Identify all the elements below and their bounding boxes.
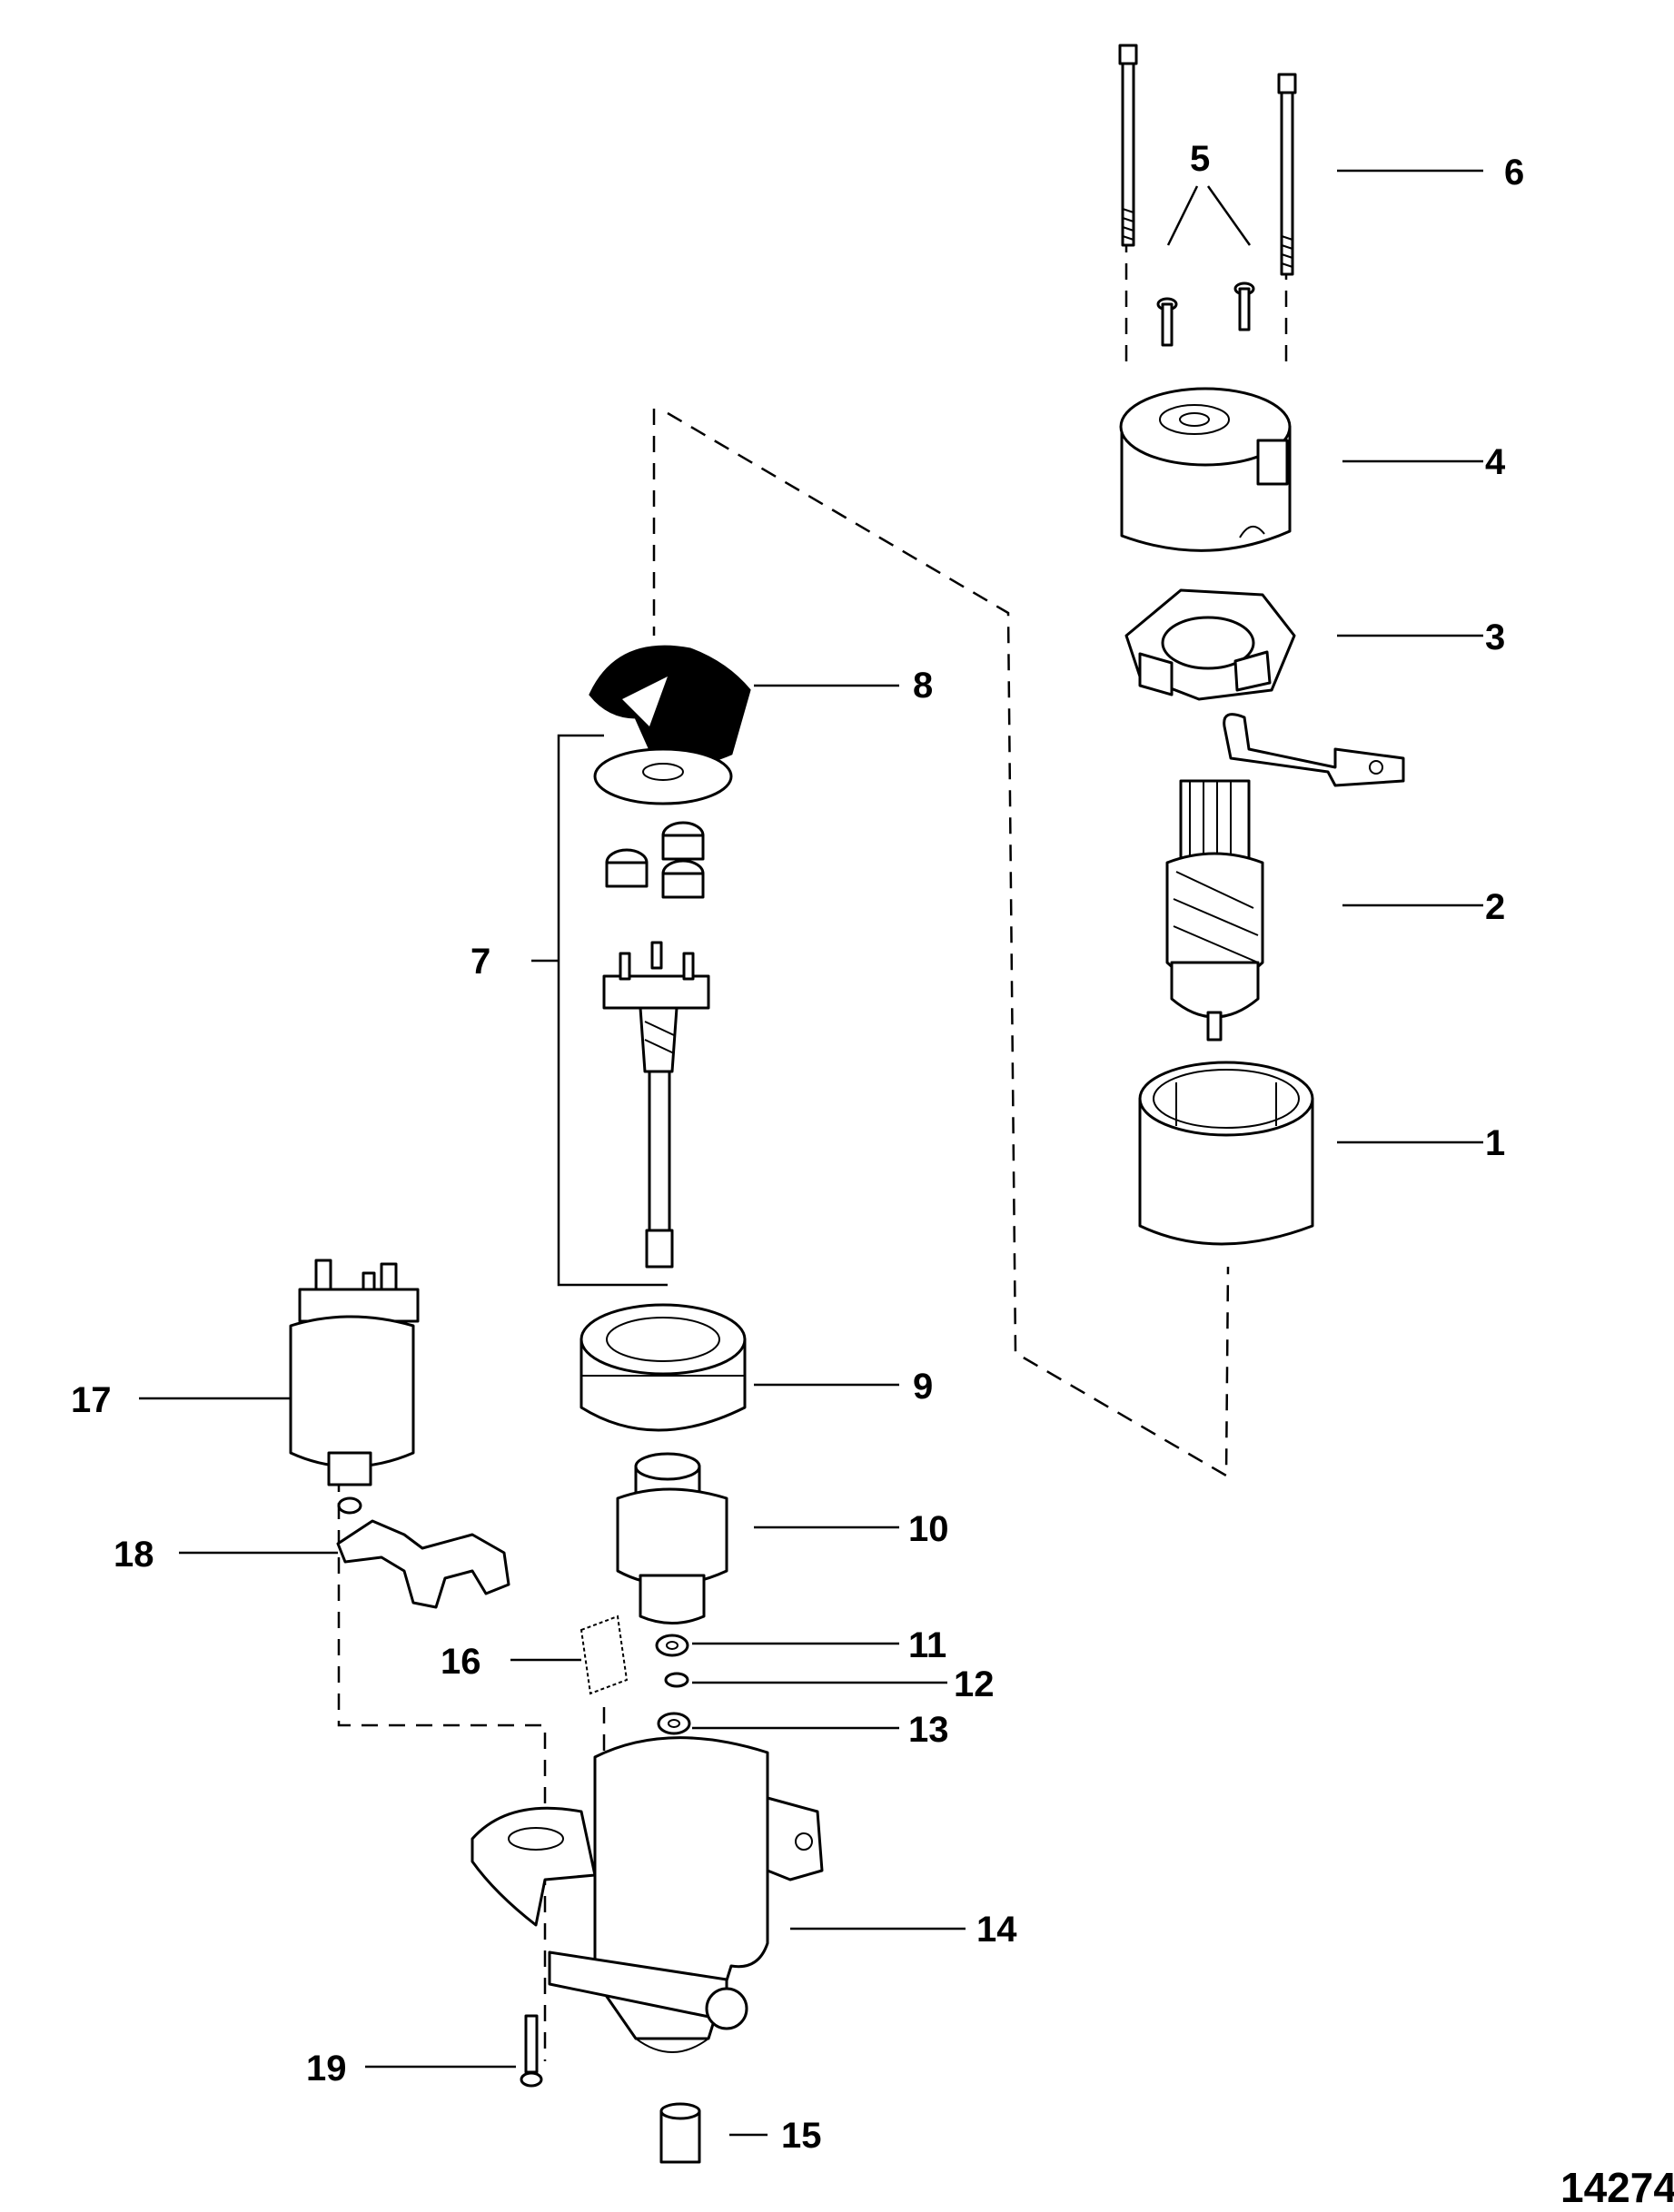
callout-7: 7 bbox=[471, 942, 490, 982]
ring-gear bbox=[579, 1303, 747, 1432]
small-screw-left bbox=[1156, 297, 1178, 347]
through-bolt-left bbox=[1118, 44, 1138, 247]
callout-14: 14 bbox=[976, 1910, 1017, 1950]
callout-8: 8 bbox=[913, 666, 933, 706]
drive-housing bbox=[471, 1736, 824, 2053]
planet-gear-1 bbox=[605, 848, 649, 888]
solenoid bbox=[289, 1259, 420, 1515]
callout-13: 13 bbox=[908, 1710, 949, 1750]
callout-labels: 1 2 3 4 5 6 7 8 9 10 11 12 13 14 15 16 1… bbox=[71, 139, 1674, 2211]
callout-16: 16 bbox=[441, 1642, 481, 1682]
callout-17: 17 bbox=[71, 1380, 112, 1420]
callout-2: 2 bbox=[1485, 887, 1505, 927]
thrust-washer bbox=[655, 1634, 689, 1657]
callout-5: 5 bbox=[1190, 139, 1210, 179]
field-frame bbox=[1138, 1061, 1314, 1246]
armature bbox=[1165, 779, 1264, 1042]
retaining-ring bbox=[664, 1672, 689, 1688]
callout-18: 18 bbox=[114, 1535, 154, 1575]
callout-6: 6 bbox=[1504, 153, 1524, 193]
figure-number: 14274 bbox=[1560, 2164, 1674, 2211]
rubber-seal bbox=[589, 645, 751, 765]
shift-lever bbox=[336, 1519, 510, 1609]
solenoid-screw bbox=[520, 2014, 543, 2088]
end-cap bbox=[1119, 387, 1292, 552]
through-bolt-right bbox=[1277, 73, 1297, 276]
planet-carrier-shaft bbox=[602, 941, 710, 1269]
planetary-gear-assembly bbox=[593, 747, 733, 1269]
rubber-insert bbox=[579, 1615, 629, 1695]
leader-lines bbox=[139, 169, 1483, 2137]
planet-gear-2 bbox=[661, 821, 705, 861]
bushing bbox=[659, 2102, 701, 2164]
drive-pinion bbox=[616, 1452, 728, 1624]
callout-4: 4 bbox=[1485, 442, 1506, 482]
callout-19: 19 bbox=[306, 2049, 347, 2089]
brush-holder bbox=[1124, 588, 1405, 787]
callout-1: 1 bbox=[1485, 1123, 1505, 1163]
callout-15: 15 bbox=[781, 2116, 822, 2156]
callout-10: 10 bbox=[908, 1509, 949, 1549]
callout-11: 11 bbox=[908, 1625, 946, 1665]
planet-gear-3 bbox=[661, 859, 705, 899]
collar-washer bbox=[657, 1712, 691, 1735]
callout-3: 3 bbox=[1485, 617, 1505, 657]
small-screw-right bbox=[1233, 281, 1255, 331]
callout-12: 12 bbox=[954, 1664, 995, 1704]
callout-9: 9 bbox=[913, 1367, 933, 1407]
